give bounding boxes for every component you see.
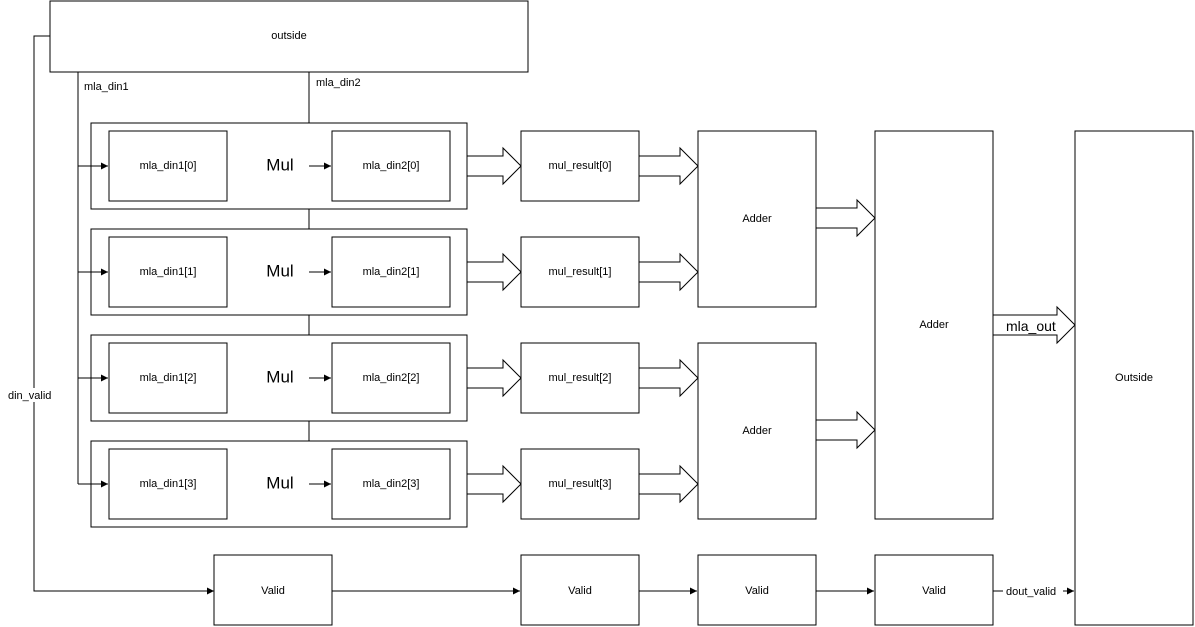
adder-upper-to-final-arrow <box>815 198 876 238</box>
mul-label: Mul <box>266 473 293 492</box>
outside-source-label: outside <box>271 30 306 42</box>
valid-stage-1 <box>520 554 640 626</box>
adder-final-block <box>874 130 994 520</box>
mul-to-result-arrow <box>466 252 522 292</box>
mul-to-result-arrow <box>466 464 522 504</box>
adder-upper-block <box>697 130 817 308</box>
mul-lane-1: mla_din1[1] mla_din2[1] Mul mul_result[1… <box>78 228 699 316</box>
mul-lane-2: mla_din1[2] mla_din2[2] Mul mul_result[2… <box>78 334 699 422</box>
result-to-adder-arrow <box>638 146 699 186</box>
valid-stage-0-label: Valid <box>261 585 285 597</box>
mul-result-register <box>520 236 640 308</box>
adder-final-label: Adder <box>919 319 949 331</box>
valid-stage-3 <box>874 554 994 626</box>
mul-to-result-arrow <box>466 358 522 398</box>
mul-label: Mul <box>266 367 293 386</box>
result-to-adder-arrow <box>638 358 699 398</box>
din1-register-label: mla_din1[3] <box>140 478 197 490</box>
din1-register-label: mla_din1[0] <box>140 160 197 172</box>
mul-result-label: mul_result[2] <box>549 372 612 384</box>
adder-upper-label: Adder <box>742 213 772 225</box>
din1-register <box>108 130 228 202</box>
mul-result-label: mul_result[3] <box>549 478 612 490</box>
result-to-adder-arrow <box>638 464 699 504</box>
mul-to-result-arrow <box>466 146 522 186</box>
dout-valid-label-bg <box>1003 584 1063 597</box>
mla-out-arrow <box>992 305 1076 345</box>
mul-result-label: mul_result[1] <box>549 266 612 278</box>
outside-sink-label: Outside <box>1115 372 1153 384</box>
din1-register-label: mla_din1[1] <box>140 266 197 278</box>
din2-bus-label: mla_din2 <box>316 77 361 89</box>
adder-lower-label: Adder <box>742 425 772 437</box>
din2-register <box>331 236 451 308</box>
mla-out-label: mla_out <box>1006 318 1056 334</box>
outside-sink-block <box>1074 130 1194 626</box>
mul-result-register <box>520 130 640 202</box>
din2-register-label: mla_din2[0] <box>363 160 420 172</box>
result-to-adder-arrow <box>638 252 699 292</box>
mul-label: Mul <box>266 261 293 280</box>
adder-lower-to-final-arrow <box>815 410 876 450</box>
mul-lane-0: mla_din1[0] mla_din2[0] Mul mul_result[0… <box>78 122 699 210</box>
din-valid-label-bg <box>6 388 58 402</box>
din2-register-label: mla_din2[1] <box>363 266 420 278</box>
din2-register-label: mla_din2[3] <box>363 478 420 490</box>
din2-register <box>331 342 451 414</box>
valid-stage-2-label: Valid <box>745 585 769 597</box>
din1-register <box>108 448 228 520</box>
valid-stage-1-label: Valid <box>568 585 592 597</box>
din1-register-label: mla_din1[2] <box>140 372 197 384</box>
mul-result-register <box>520 342 640 414</box>
outside-source-block <box>49 0 529 73</box>
mul-result-register <box>520 448 640 520</box>
din2-register <box>331 448 451 520</box>
adder-lower-block <box>697 342 817 520</box>
din2-register <box>331 130 451 202</box>
dout-valid-label: dout_valid <box>1006 586 1056 598</box>
valid-stage-2 <box>697 554 817 626</box>
valid-stage-0 <box>213 554 333 626</box>
din1-bus-label: mla_din1 <box>84 81 129 93</box>
din1-register <box>108 236 228 308</box>
din1-register <box>108 342 228 414</box>
din-valid-wire <box>33 35 214 595</box>
mul-result-label: mul_result[0] <box>549 160 612 172</box>
valid-stage-3-label: Valid <box>922 585 946 597</box>
mul-label: Mul <box>266 155 293 174</box>
din-valid-label: din_valid <box>8 390 51 402</box>
din2-register-label: mla_din2[2] <box>363 372 420 384</box>
mul-lane-3: mla_din1[3] mla_din2[3] Mul mul_result[3… <box>78 440 699 528</box>
